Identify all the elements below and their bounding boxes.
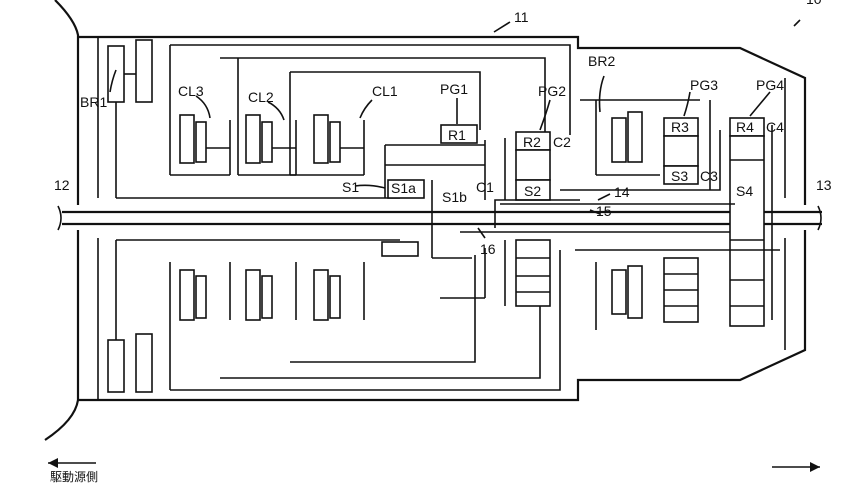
label-ref-14: 14 [614, 184, 630, 200]
label-br1: BR1 [80, 94, 107, 110]
label-pg2: PG2 [538, 83, 566, 99]
label-pg1: PG1 [440, 81, 468, 97]
transmission-case [44, 0, 807, 441]
label-r4: R4 [736, 119, 754, 135]
clutch-cl2 [237, 58, 297, 176]
label-s3: S3 [671, 168, 688, 184]
clutch-cl3 [169, 45, 231, 176]
label-ref-13: 13 [816, 177, 832, 193]
label-r1: R1 [448, 127, 466, 143]
label-ref-10: 10 [806, 0, 822, 7]
main-shaft [57, 205, 822, 231]
label-s1: S1 [342, 179, 359, 195]
brake-br2 [595, 100, 660, 330]
planetary-gear-pg1 [381, 124, 486, 299]
label-r3: R3 [671, 119, 689, 135]
label-cl3: CL3 [178, 83, 204, 99]
label-pg4: PG4 [756, 77, 784, 93]
left-arrow-icon [48, 458, 96, 468]
label-pg3: PG3 [690, 77, 718, 93]
label-ref-11: 11 [514, 9, 529, 25]
planetary-gear-pg2 [494, 131, 580, 307]
clutch-set-lower [169, 250, 561, 391]
label-s4: S4 [736, 183, 753, 199]
label-c3: C3 [700, 168, 718, 184]
label-c2: C2 [553, 134, 571, 150]
label-ref-15: 15 [596, 203, 612, 219]
label-ref-16: 16 [480, 241, 496, 257]
label-c1: C1 [476, 179, 494, 195]
right-arrow-icon [772, 462, 820, 472]
clutch-cl1 [289, 72, 365, 176]
clutch-drums [170, 44, 571, 135]
label-s1a: S1a [391, 180, 416, 196]
planetary-gear-pg4 [729, 117, 773, 327]
label-cl2: CL2 [248, 89, 274, 105]
leader-lines [109, 19, 801, 239]
label-s2: S2 [524, 183, 541, 199]
brake-br1 [107, 39, 400, 393]
label-ref-12: 12 [54, 177, 70, 193]
label-c4: C4 [766, 119, 784, 135]
connecting-members [460, 130, 780, 251]
label-r2: R2 [523, 134, 541, 150]
drive-source-side-caption: 駆動源側 [50, 470, 98, 484]
label-s1b: S1b [442, 189, 467, 205]
label-cl1: CL1 [372, 83, 398, 99]
label-br2: BR2 [588, 53, 615, 69]
planetary-gear-pg3 [580, 99, 711, 323]
